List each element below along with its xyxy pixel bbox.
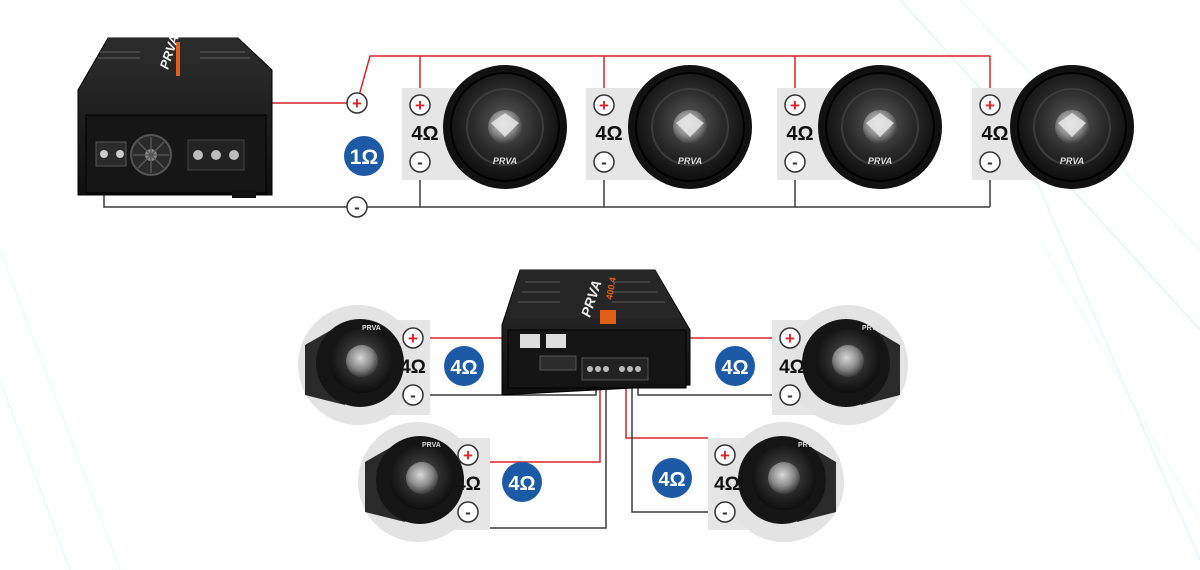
total-impedance-badge <box>344 136 384 176</box>
speaker-icon: PRVA <box>443 65 567 189</box>
ch4-plus-marker <box>714 444 736 466</box>
speaker-2-minus: - <box>601 153 607 172</box>
ch3-badge <box>715 346 755 386</box>
speaker-1-impedance: 4Ω <box>411 123 438 145</box>
speaker-4-minus: - <box>987 153 993 172</box>
ch2-impedance: 4Ω <box>455 474 481 495</box>
bus-minus-marker <box>346 196 368 218</box>
top-speaker-1: + 4Ω - PRVA <box>402 65 567 189</box>
top-speaker-3: + 4Ω - PRVA <box>777 65 942 189</box>
bottom-channel-4: PRVA + 4Ω - 4Ω <box>652 422 844 542</box>
speaker-1-plus-marker <box>409 94 431 116</box>
ch4-minus-marker <box>714 501 736 523</box>
ch4-brand: PRVA <box>798 442 817 449</box>
speaker-icon: PRVA <box>818 65 942 189</box>
speaker-4-brand: PRVA <box>1060 156 1084 166</box>
ch4-minus: - <box>722 503 728 522</box>
ch4-impedance: 4Ω <box>714 474 740 495</box>
ch2-minus: - <box>465 503 471 522</box>
speaker-2-brand: PRVA <box>678 156 702 166</box>
ch1-impedance: 4Ω <box>400 357 426 378</box>
ch1-minus-marker <box>402 384 424 406</box>
speaker-4-impedance: 4Ω <box>981 123 1008 145</box>
speaker-2-minus-marker <box>593 151 615 173</box>
ch3-plus: + <box>785 329 795 348</box>
ch2-brand: PRVA <box>422 442 441 449</box>
four-channel-amplifier: PRVA 400.4 <box>501 269 691 396</box>
speaker-icon: PRVA <box>628 65 752 189</box>
ch3-impedance: 4Ω <box>779 357 805 378</box>
bus-plus-label: + <box>352 94 362 113</box>
speaker-4-plus: + <box>985 96 995 115</box>
ch2-negative-wire <box>487 380 607 529</box>
speaker-3-brand: PRVA <box>868 156 892 166</box>
speaker-3-impedance: 4Ω <box>786 123 813 145</box>
ch1-badge-label: 4Ω <box>450 357 477 379</box>
total-impedance-label: 1Ω <box>350 146 379 169</box>
ch2-badge <box>502 462 542 502</box>
speaker-1-minus: - <box>417 153 423 172</box>
ch3-minus: - <box>787 386 793 405</box>
tweeter-icon: PRVA <box>724 422 844 542</box>
ch3-badge-label: 4Ω <box>721 357 748 379</box>
bottom-diagram: PRVA 400.4 PRVA + <box>298 269 908 542</box>
ch4-badge <box>652 458 692 498</box>
speaker-2-plus-marker <box>593 94 615 116</box>
bottom-channel-3: PRVA + 4Ω - 4Ω <box>715 305 908 425</box>
bottom-channel-1: PRVA + 4Ω - 4Ω <box>298 305 484 425</box>
speaker-3-plus: + <box>790 96 800 115</box>
ch4-positive-wire <box>625 380 708 439</box>
speaker-3-plus-marker <box>784 94 806 116</box>
ch3-brand: PRVA <box>862 325 881 332</box>
speaker-1-minus-marker <box>409 151 431 173</box>
tweeter-icon: PRVA <box>298 305 418 425</box>
ch1-minus: - <box>410 386 416 405</box>
ch2-minus-marker <box>457 501 479 523</box>
ch4-badge-label: 4Ω <box>658 469 685 491</box>
ch4-negative-wire <box>631 380 708 513</box>
ch1-plus: + <box>408 329 418 348</box>
ch3-plus-marker <box>779 327 801 349</box>
top-diagram: PRVA + - 1Ω + 4Ω <box>77 33 1134 218</box>
ch1-brand: PRVA <box>362 325 381 332</box>
speaker-3-minus: - <box>792 153 798 172</box>
ch2-plus-marker <box>457 444 479 466</box>
speaker-2-plus: + <box>599 96 609 115</box>
ch2-plus: + <box>463 446 473 465</box>
speaker-icon: PRVA <box>1010 65 1134 189</box>
tweeter-icon: PRVA <box>788 305 908 425</box>
bus-plus-marker <box>346 92 368 114</box>
speaker-2-impedance: 4Ω <box>595 123 622 145</box>
top-speaker-2: + 4Ω - PRVA <box>586 65 752 189</box>
ch1-badge <box>444 346 484 386</box>
speaker-3-minus-marker <box>784 151 806 173</box>
speaker-4-plus-marker <box>979 94 1001 116</box>
ch1-plus-marker <box>402 327 424 349</box>
bus-minus-label: - <box>354 198 360 217</box>
ch2-badge-label: 4Ω <box>508 473 535 495</box>
top-speaker-4: + 4Ω - PRVA <box>972 65 1134 189</box>
speaker-1-plus: + <box>415 96 425 115</box>
ch3-minus-marker <box>779 384 801 406</box>
ch4-plus: + <box>720 446 730 465</box>
mono-amplifier: PRVA <box>77 33 273 198</box>
bottom-amp-model: 400.4 <box>604 276 618 300</box>
tweeter-icon: PRVA <box>358 422 478 542</box>
speaker-1-brand: PRVA <box>493 156 517 166</box>
speaker-4-minus-marker <box>979 151 1001 173</box>
bottom-channel-2: PRVA + 4Ω - 4Ω <box>358 422 542 542</box>
